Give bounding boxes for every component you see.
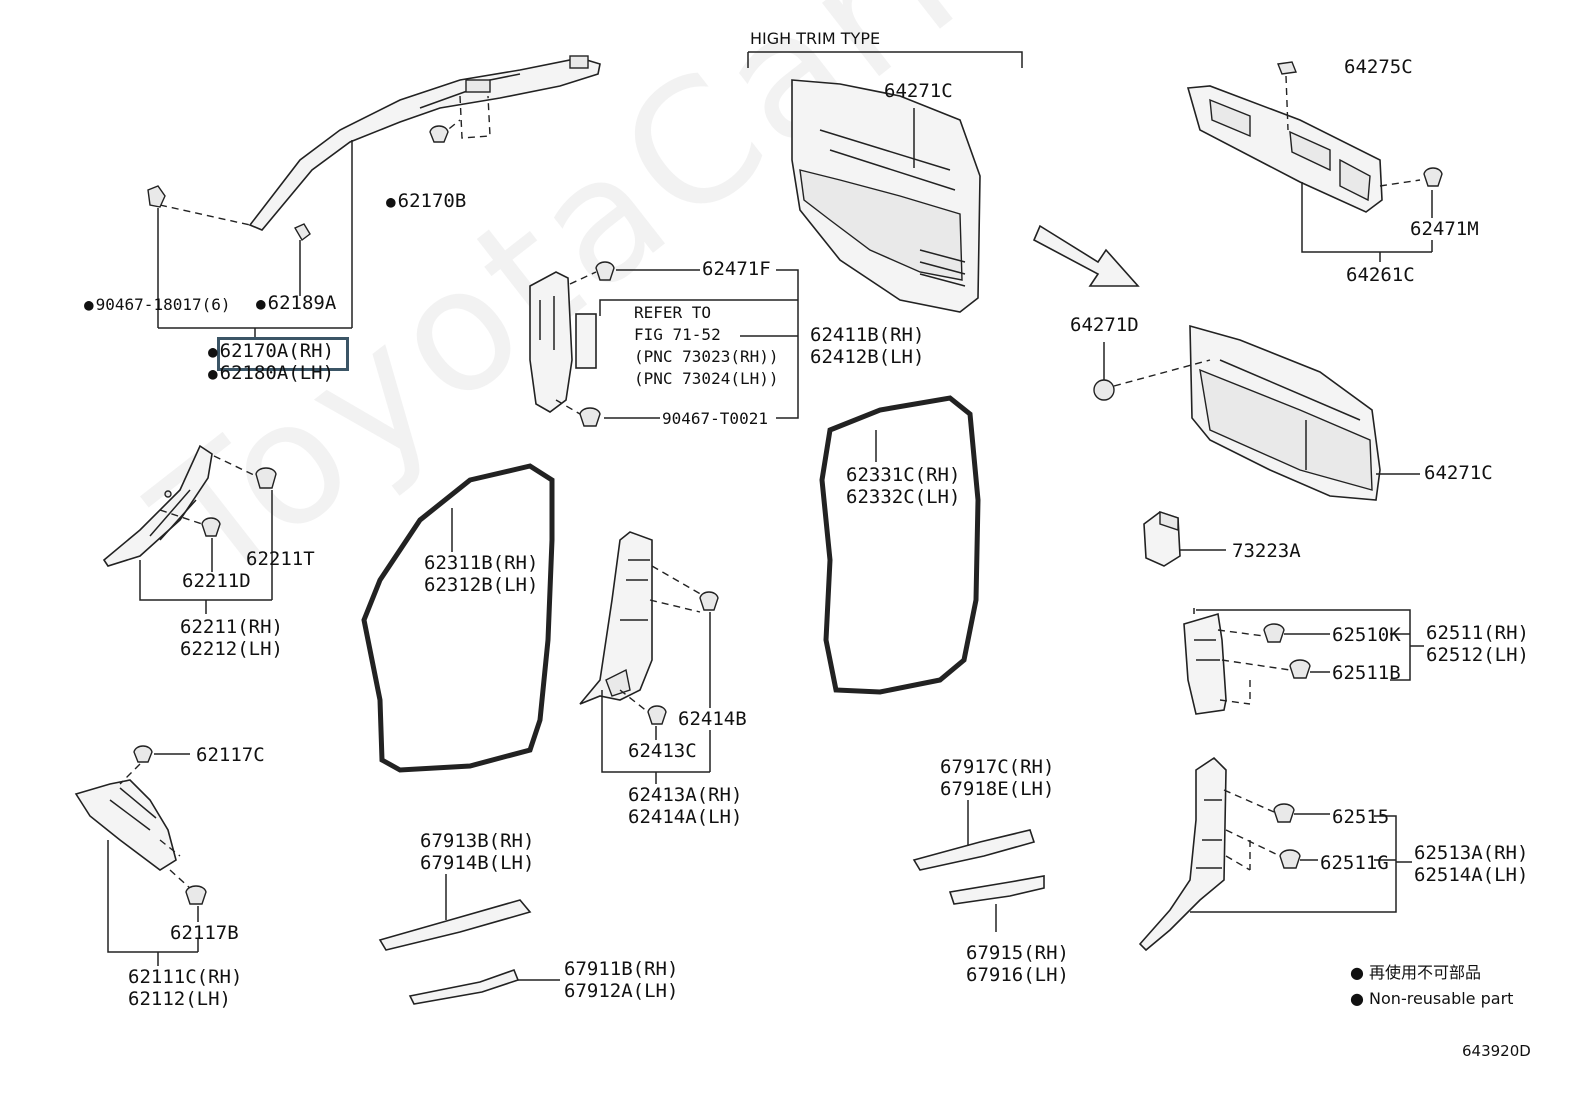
- part-73223A: [1143, 511, 1181, 567]
- direction-arrow: [1032, 224, 1140, 287]
- label-62414B: 62414B: [678, 708, 747, 730]
- label-67918E: 67918E(LH): [940, 778, 1055, 800]
- scuff-plate-67911B: [408, 968, 520, 1005]
- back-panel-upper: [791, 79, 981, 313]
- high-trim-type-label: HIGH TRIM TYPE: [750, 29, 881, 48]
- clip-62414B: [699, 591, 719, 611]
- scuff-plate-67915: [948, 875, 1045, 905]
- clip-62511G: [1279, 849, 1301, 869]
- clip-62189A: [294, 223, 311, 242]
- label-62211T: 62211T: [246, 548, 315, 570]
- label-62411B: 62411B(RH): [810, 324, 925, 346]
- label-67916: 67916(LH): [966, 964, 1069, 986]
- label-62514A: 62514A(LH): [1414, 864, 1529, 886]
- label-62170B: 62170B: [386, 190, 467, 213]
- label-62111C: 62111C(RH): [128, 966, 243, 988]
- legend-jp: ● 再使用不可部品: [1350, 963, 1482, 982]
- label-62112: 62112(LH): [128, 988, 231, 1010]
- scuff-plate-67913B: [378, 899, 532, 951]
- label-62212: 62212(LH): [180, 638, 283, 660]
- label-67912A: 67912A(LH): [564, 980, 679, 1002]
- pillar-garnish-62211: [102, 444, 213, 567]
- label-62412B: 62412B(LH): [810, 346, 925, 368]
- legend-en: ● Non-reusable part: [1350, 989, 1514, 1008]
- pillar-garnish-62511: [1183, 612, 1227, 715]
- label-64271D: 64271D: [1070, 314, 1139, 336]
- label-62515: 62515: [1332, 806, 1390, 828]
- pillar-garnish-62413A: [579, 531, 653, 705]
- clip-90467-T0021: [579, 407, 601, 427]
- label-62413C: 62413C: [628, 740, 697, 762]
- clip-62117C: [133, 745, 153, 763]
- clip-62515: [1273, 803, 1295, 823]
- label-90467-18017: 90467-18017(6): [84, 294, 231, 315]
- label-62189A: 62189A: [256, 292, 337, 315]
- clip-62510K: [1263, 623, 1285, 643]
- figure-code: 643920D: [1462, 1042, 1531, 1060]
- door-weatherstrip-rear: [819, 395, 981, 695]
- label-62311B: 62311B(RH): [424, 552, 539, 574]
- clip-64271D: [1093, 379, 1115, 401]
- scuff-plate-67917C: [912, 829, 1036, 871]
- label-62331C: 62331C(RH): [846, 464, 961, 486]
- label-67914B: 67914B(LH): [420, 852, 535, 874]
- label-67913B: 67913B(RH): [420, 830, 535, 852]
- pillar-garnish-62513A: [1138, 756, 1227, 952]
- label-62211D: 62211D: [182, 570, 251, 592]
- legend-dot-icon: ●: [1350, 963, 1370, 982]
- label-62511B: 62511B: [1332, 662, 1401, 684]
- label-62180A: 62180A(LH): [208, 362, 334, 385]
- label-64275C: 64275C: [1344, 56, 1413, 78]
- door-weatherstrip-front: [361, 463, 555, 773]
- label-62511: 62511(RH): [1426, 622, 1529, 644]
- clip-62413C: [647, 705, 667, 725]
- legend-dot-icon: ●: [1350, 989, 1370, 1008]
- label-refer-pnc-lh: (PNC 73024(LH)): [634, 369, 779, 388]
- label-62511G: 62511G: [1320, 852, 1389, 874]
- clip-62211D: [201, 517, 221, 537]
- label-73223A: 73223A: [1232, 540, 1301, 562]
- label-67915: 67915(RH): [966, 942, 1069, 964]
- label-62211: 62211(RH): [180, 616, 283, 638]
- label-62413A: 62413A(RH): [628, 784, 743, 806]
- label-64271C-right: 64271C: [1424, 462, 1493, 484]
- label-90467-T0021: 90467-T0021: [662, 409, 768, 428]
- label-64261C: 64261C: [1346, 264, 1415, 286]
- back-panel-lower: [1189, 324, 1381, 501]
- label-62512: 62512(LH): [1426, 644, 1529, 666]
- label-62117B: 62117B: [170, 922, 239, 944]
- label-64271C-top: 64271C: [884, 80, 953, 102]
- label-62510K: 62510K: [1332, 624, 1401, 646]
- label-62471M: 62471M: [1410, 218, 1479, 240]
- panel-64261C: [1186, 85, 1383, 213]
- label-refer-fig: FIG 71-52: [634, 325, 721, 344]
- label-62513A: 62513A(RH): [1414, 842, 1529, 864]
- clip-64275C: [1277, 61, 1297, 75]
- pillar-garnish-62411B: [529, 271, 573, 413]
- label-67911B: 67911B(RH): [564, 958, 679, 980]
- label-62170A: 62170A(RH): [208, 340, 334, 363]
- roof-side-rail-part: [248, 55, 601, 231]
- clip-62117B: [185, 885, 207, 905]
- label-refer-pnc-rh: (PNC 73023(RH)): [634, 347, 779, 366]
- label-62471F: 62471F: [702, 258, 771, 280]
- clip-62511B: [1289, 659, 1311, 679]
- clip-62170B: [429, 125, 449, 143]
- switch-73023: [575, 313, 597, 369]
- clip-90467-18017: [147, 185, 166, 208]
- cowl-side-trim: [74, 779, 177, 871]
- label-62332C: 62332C(LH): [846, 486, 961, 508]
- clip-62471F: [595, 261, 615, 281]
- label-62414A: 62414A(LH): [628, 806, 743, 828]
- label-67917C: 67917C(RH): [940, 756, 1055, 778]
- clip-62471M: [1423, 167, 1443, 187]
- label-62312B: 62312B(LH): [424, 574, 539, 596]
- clip-62211T: [255, 467, 277, 489]
- label-62117C: 62117C: [196, 744, 265, 766]
- label-refer-to: REFER TO: [634, 303, 712, 322]
